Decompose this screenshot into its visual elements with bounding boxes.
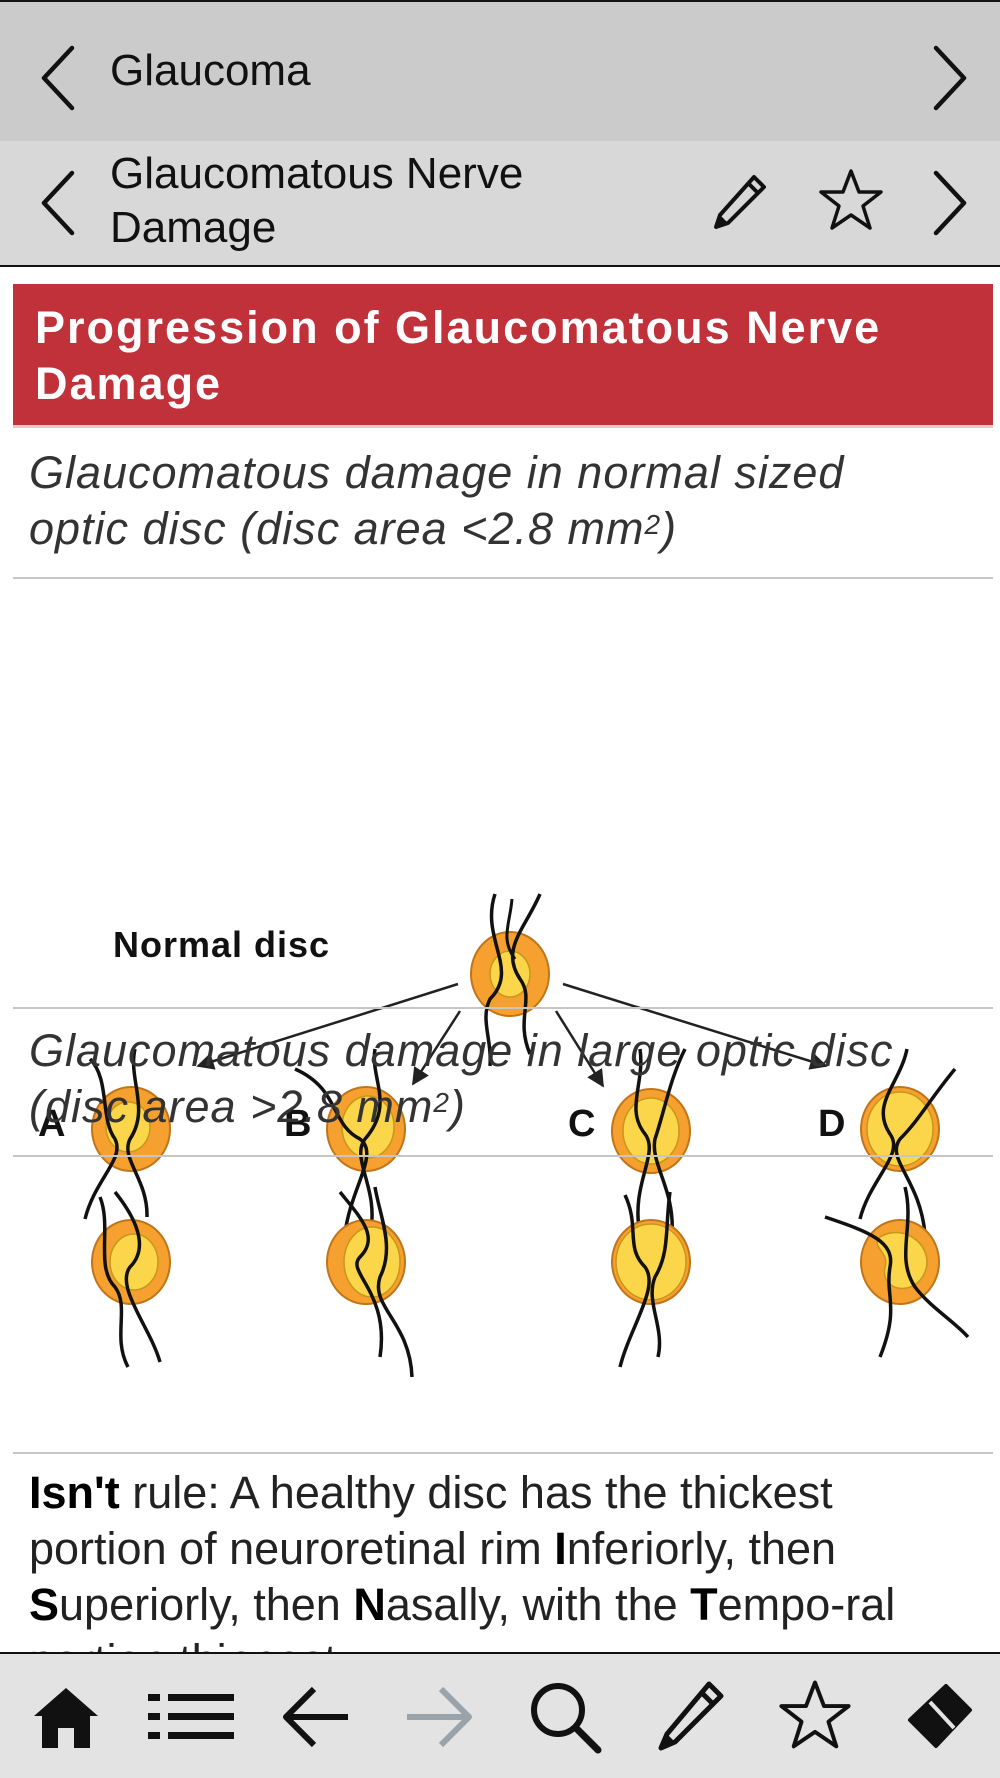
search-icon[interactable] bbox=[528, 1680, 602, 1754]
section-title[interactable]: Glaucomatous Nerve Damage bbox=[110, 149, 524, 252]
disc-label-c: C bbox=[568, 1103, 595, 1145]
subheading-large-disc: Glaucomatous damage in large optic disc … bbox=[29, 1025, 894, 1132]
disc-b bbox=[294, 1048, 406, 1235]
divider bbox=[13, 1452, 993, 1454]
pencil-icon[interactable] bbox=[710, 171, 770, 233]
disc-d bbox=[858, 1048, 957, 1235]
subheading-normal-disc: Glaucomatous damage in normal sized opti… bbox=[29, 447, 845, 554]
chevron-right-icon[interactable] bbox=[930, 44, 970, 112]
large-disc-1 bbox=[91, 1190, 171, 1368]
list-icon[interactable] bbox=[148, 1692, 234, 1742]
chapter-title[interactable]: Glaucoma bbox=[110, 46, 311, 95]
section-nav-bar: Glaucomatous Nerve Damage bbox=[0, 141, 1000, 267]
large-disc-2 bbox=[326, 1186, 414, 1378]
chapter-nav-bar: Glaucoma bbox=[0, 0, 1000, 141]
star-icon[interactable] bbox=[778, 1678, 852, 1752]
disc-label-a: A bbox=[38, 1103, 65, 1145]
disc-a bbox=[83, 1048, 171, 1220]
divider bbox=[13, 577, 993, 579]
chevron-right-icon[interactable] bbox=[930, 169, 970, 237]
content-area[interactable]: Progression of Glaucomatous Nerve Damage… bbox=[0, 267, 1000, 1652]
normal-disc bbox=[470, 893, 550, 1067]
star-icon[interactable] bbox=[818, 167, 884, 233]
chevron-left-icon[interactable] bbox=[38, 44, 78, 112]
section-banner: Progression of Glaucomatous Nerve Damage bbox=[13, 284, 993, 428]
pencil-icon[interactable] bbox=[655, 1678, 727, 1756]
large-disc-3 bbox=[611, 1191, 691, 1368]
home-icon[interactable] bbox=[30, 1684, 102, 1752]
arrow-right-icon[interactable] bbox=[403, 1684, 475, 1750]
large-disc-figure bbox=[91, 1186, 970, 1378]
isnt-rule-text: Isn't rule: A healthy disc has the thick… bbox=[29, 1467, 896, 1652]
disc-label-b: B bbox=[284, 1103, 311, 1145]
arrow-left-icon[interactable] bbox=[280, 1684, 352, 1750]
eraser-icon[interactable] bbox=[902, 1680, 976, 1754]
large-disc-4 bbox=[824, 1186, 970, 1358]
chevron-left-icon[interactable] bbox=[38, 169, 78, 237]
bottom-toolbar bbox=[0, 1652, 1000, 1778]
normal-disc-label: Normal disc bbox=[113, 924, 330, 965]
banner-title: Progression of Glaucomatous Nerve Damage bbox=[35, 302, 882, 409]
disc-c bbox=[611, 1048, 691, 1235]
disc-label-d: D bbox=[818, 1103, 845, 1145]
optic-disc-figure: Normal disc A B C D bbox=[38, 893, 957, 1235]
divider bbox=[13, 1007, 993, 1009]
divider bbox=[13, 1155, 993, 1157]
